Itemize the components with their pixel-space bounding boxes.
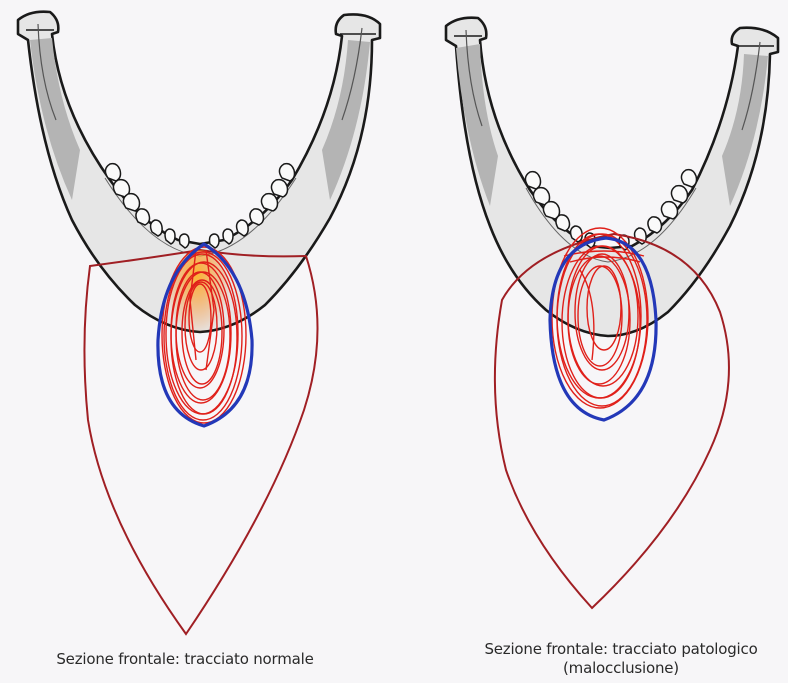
caption-pathologic-line2: (malocclusione) [456,659,786,678]
panel-pathologic: Sezione frontale: tracciato patologico (… [394,0,788,683]
panel-normal: Sezione frontale: tracciato normale [0,0,394,683]
caption-pathologic: Sezione frontale: tracciato patologico (… [456,640,786,678]
caption-normal: Sezione frontale: tracciato normale [0,650,370,669]
mandible-normal-tracing-icon [0,0,394,640]
mandible-bone [446,18,778,336]
caption-pathologic-line1: Sezione frontale: tracciato patologico [456,640,786,659]
mandible-pathologic-tracing-icon [394,0,788,640]
